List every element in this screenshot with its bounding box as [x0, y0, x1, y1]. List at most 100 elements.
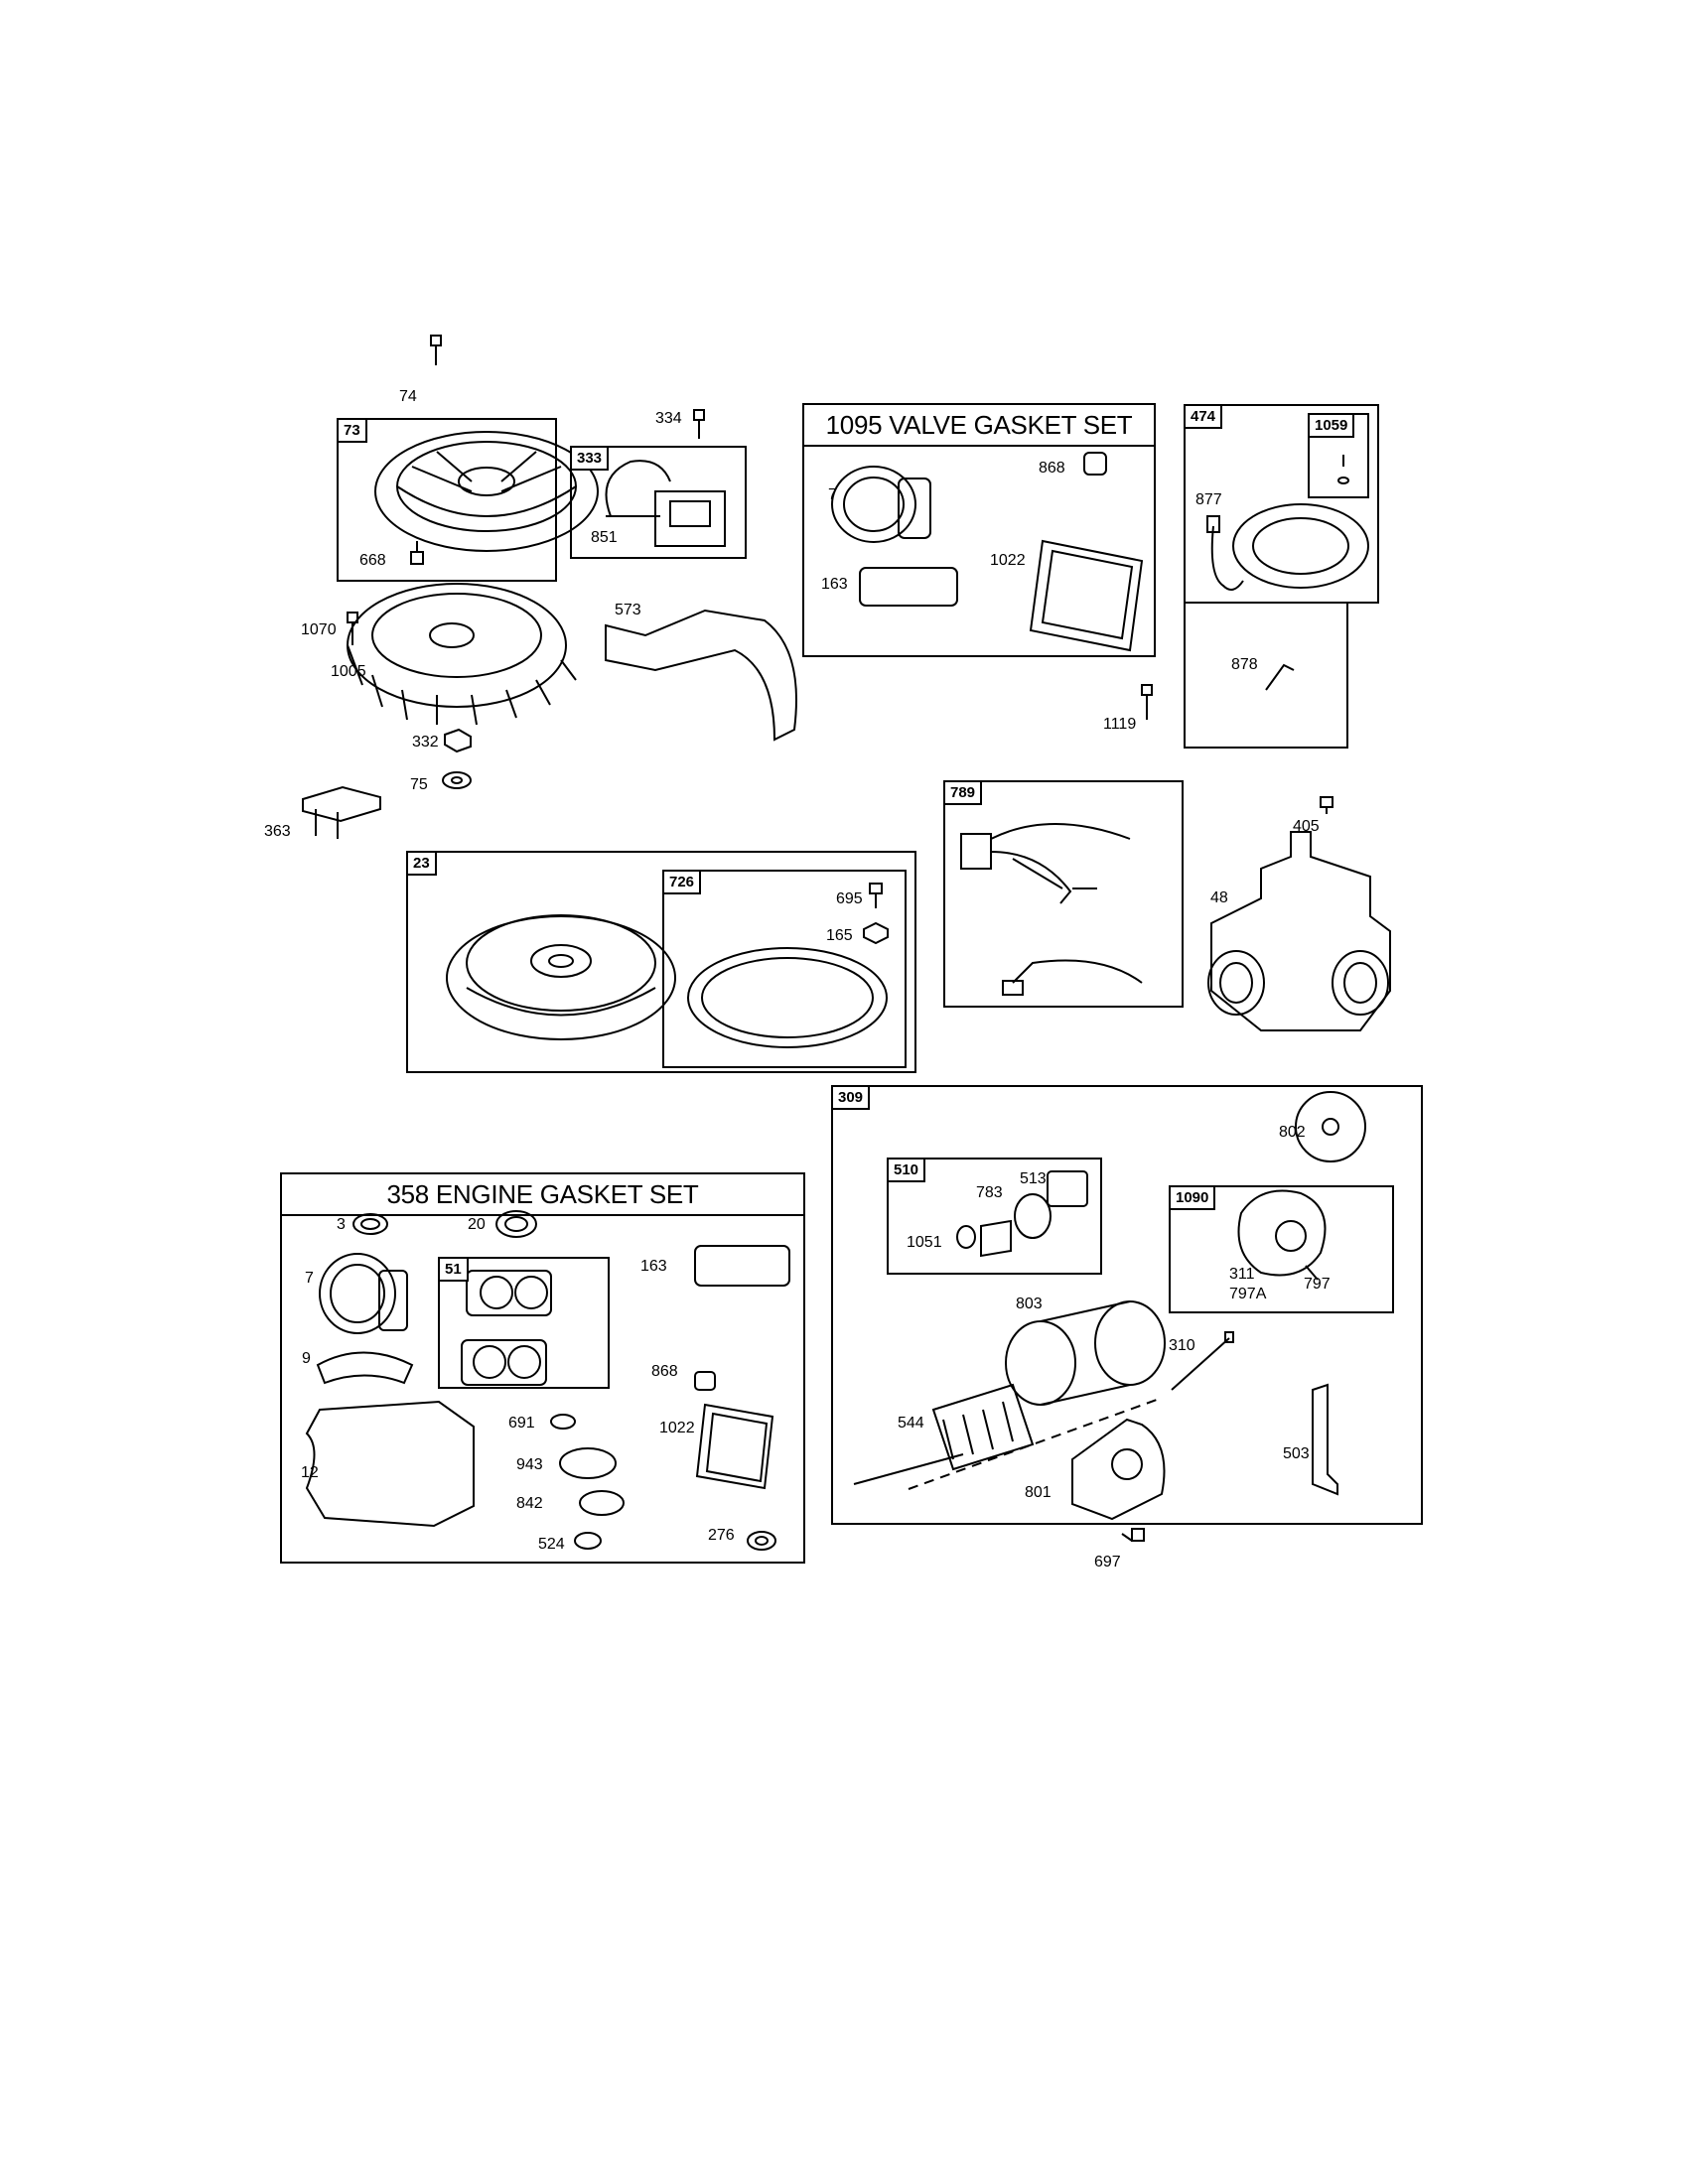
- engine-gasket-set-box: 358 ENGINE GASKET SET: [280, 1172, 805, 1564]
- part-878-box: [1184, 602, 1348, 749]
- assembly-tag: 309: [831, 1085, 871, 1110]
- callout-332: 332: [412, 734, 439, 751]
- nut-332-drawing: [444, 728, 472, 753]
- callout-573: 573: [615, 602, 641, 618]
- fan-drawing: [347, 583, 577, 726]
- plate-802-drawing: [1295, 1091, 1366, 1162]
- assembly-tag: 474: [1184, 404, 1223, 429]
- callout-310: 310: [1169, 1337, 1195, 1354]
- engine-gasket-drawing: [305, 1210, 790, 1551]
- callout-276: 276: [708, 1527, 735, 1544]
- end-cap-drawing: [1237, 1189, 1327, 1281]
- armature-drawing: [605, 460, 726, 547]
- callout-783: 783: [976, 1184, 1003, 1201]
- nut-165-drawing: [863, 921, 889, 945]
- callout-1022-valve: 1022: [990, 552, 1026, 569]
- callout-12: 12: [301, 1464, 319, 1481]
- assembly-box-510: 510: [887, 1158, 1102, 1275]
- callout-7-valve: 7: [828, 486, 837, 503]
- assembly-box-1090: 1090: [1169, 1185, 1394, 1313]
- bolt-697-drawing: [1121, 1528, 1145, 1542]
- bolt-405-drawing: [1320, 796, 1333, 814]
- stator-drawing: [1206, 503, 1369, 591]
- callout-1051: 1051: [907, 1234, 942, 1251]
- callout-877: 877: [1195, 491, 1222, 508]
- assembly-box-23: 23: [406, 851, 916, 1073]
- washer-75-drawing: [442, 771, 472, 789]
- callout-544: 544: [898, 1415, 924, 1432]
- bolt-1119-drawing: [1141, 684, 1153, 720]
- callout-802: 802: [1279, 1124, 1306, 1141]
- callout-797a: 797A: [1229, 1286, 1267, 1302]
- assembly-tag: 1059: [1308, 413, 1355, 438]
- callout-1070: 1070: [301, 621, 337, 638]
- assembly-tag: 23: [406, 851, 437, 876]
- assembly-box-73: 73: [337, 418, 557, 582]
- assembly-tag: 73: [337, 418, 367, 443]
- callout-851: 851: [591, 529, 618, 546]
- blower-housing-drawing: [374, 431, 599, 552]
- callout-163-valve: 163: [821, 576, 848, 593]
- engine-gasket-set-title: 358 ENGINE GASKET SET: [282, 1174, 803, 1216]
- callout-3: 3: [337, 1216, 346, 1233]
- armature-544-drawing: [853, 1383, 1035, 1485]
- callout-668: 668: [359, 552, 386, 569]
- callout-524: 524: [538, 1536, 565, 1553]
- motor-housing-drawing: [1005, 1300, 1166, 1406]
- starter-drive-drawing: [956, 1170, 1088, 1258]
- callout-405: 405: [1293, 818, 1320, 835]
- flywheel-drawing: [446, 914, 676, 1040]
- callout-695: 695: [836, 890, 863, 907]
- assembly-tag: 726: [662, 870, 702, 894]
- callout-868-valve: 868: [1039, 460, 1065, 477]
- callout-878: 878: [1231, 656, 1258, 673]
- bolt-668-drawing: [410, 541, 424, 565]
- callout-163-engine: 163: [640, 1258, 667, 1275]
- assembly-box-789: 789: [943, 780, 1184, 1008]
- callout-165: 165: [826, 927, 853, 944]
- part-878-drawing: [1265, 663, 1295, 691]
- callout-842: 842: [516, 1495, 543, 1512]
- assembly-tag: 51: [438, 1257, 469, 1282]
- callout-697: 697: [1094, 1554, 1121, 1570]
- valve-gasket-set-title: 1095 VALVE GASKET SET: [804, 405, 1154, 447]
- end-plate-drawing: [908, 1399, 1166, 1521]
- bolt-74-drawing: [430, 335, 442, 365]
- assembly-tag: 1090: [1169, 1185, 1216, 1210]
- assembly-box-51: 51: [438, 1257, 610, 1389]
- callout-691: 691: [508, 1415, 535, 1432]
- callout-797: 797: [1304, 1276, 1331, 1293]
- assembly-box-333: 333: [570, 446, 747, 559]
- callout-513: 513: [1020, 1170, 1047, 1187]
- assembly-box-309: 309: [831, 1085, 1423, 1525]
- baffle-drawing: [605, 609, 797, 742]
- bracket-363-drawing: [302, 785, 381, 839]
- callout-311: 311: [1229, 1266, 1255, 1283]
- callout-363: 363: [264, 823, 291, 840]
- bolt-334-drawing: [693, 409, 705, 439]
- callout-503: 503: [1283, 1445, 1310, 1462]
- assembly-tag: 789: [943, 780, 983, 805]
- callout-48: 48: [1210, 889, 1228, 906]
- callout-1022-engine: 1022: [659, 1420, 695, 1436]
- callout-803: 803: [1016, 1296, 1043, 1312]
- assembly-tag: 510: [887, 1158, 926, 1182]
- assembly-tag: 333: [570, 446, 610, 471]
- valve-set-drawing: [831, 452, 1144, 652]
- callout-20: 20: [468, 1216, 486, 1233]
- bracket-503-drawing: [1312, 1383, 1338, 1496]
- callout-801: 801: [1025, 1484, 1052, 1501]
- callout-9: 9: [302, 1350, 311, 1367]
- assembly-box-726: 726: [662, 870, 907, 1068]
- bolt-310-drawing: [1171, 1331, 1234, 1391]
- callout-75: 75: [410, 776, 428, 793]
- callout-868-engine: 868: [651, 1363, 678, 1380]
- callout-1119: 1119: [1103, 716, 1137, 733]
- part-1059-drawing: [1337, 455, 1349, 484]
- harness-drawing: [960, 823, 1143, 996]
- valve-gasket-set-box: 1095 VALVE GASKET SET: [802, 403, 1156, 657]
- callout-943: 943: [516, 1456, 543, 1473]
- block-48-drawing: [1207, 831, 1391, 1031]
